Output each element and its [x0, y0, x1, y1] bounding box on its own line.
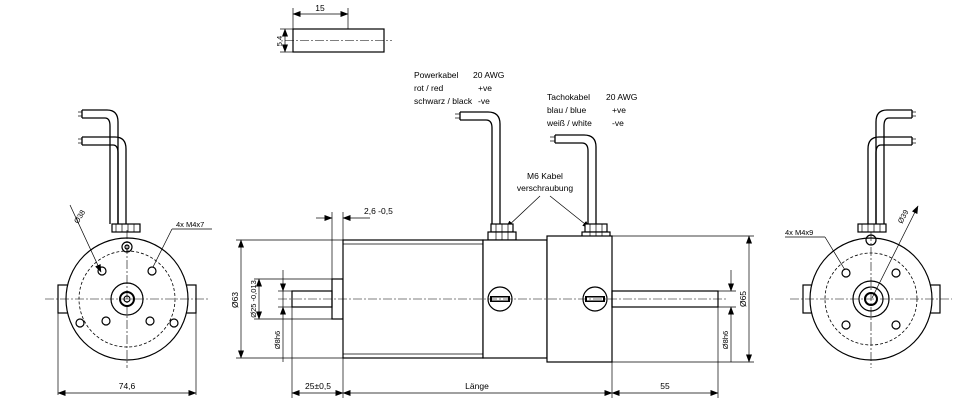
right-view-gland	[857, 223, 887, 233]
pin-detail: 15 5,4	[275, 3, 392, 53]
right-view-hole	[891, 320, 901, 330]
left-view-bolt-circle-leader	[69, 204, 102, 273]
gland-leader-right	[549, 195, 591, 229]
right-view-bolt-circle-leader	[871, 205, 919, 299]
right-view-threads-label: 4x M4x9	[785, 228, 813, 237]
left-view-gland	[111, 223, 141, 233]
right-view-cables	[867, 109, 916, 224]
pilot-dia-label: Ø25 -0,013	[249, 280, 258, 318]
power-gland	[487, 223, 517, 241]
left-view-hole	[101, 316, 111, 326]
left-end-view: Ø38 4x M4x7 74,6	[45, 109, 212, 396]
power-cable-title: Powerkabel	[414, 70, 459, 80]
power-cable-gauge: 20 AWG	[473, 70, 504, 80]
gland-label: M6 Kabel verschraubung	[505, 171, 591, 229]
gland-leader-left	[505, 195, 541, 229]
right-end-view: Ø39 4x M4x9	[785, 109, 952, 368]
right-view-hole	[841, 268, 851, 278]
power-cable-red-label: rot / red	[414, 83, 444, 93]
gland-label-line2: verschraubung	[517, 183, 574, 193]
tacho-cable-label: Tachokabel 20 AWG blau / blue +ve weiß /…	[546, 92, 637, 128]
tacho-cable-blue-polarity: +ve	[612, 105, 626, 115]
power-cable-black-polarity: -ve	[478, 96, 490, 106]
left-view-threads-label: 4x M4x7	[176, 220, 204, 229]
left-view-hole	[147, 266, 157, 276]
left-shaft-length-label: 25±0,5	[305, 381, 331, 391]
left-view-hole	[75, 318, 85, 328]
tacho-cable-white-label: weiß / white	[546, 118, 592, 128]
tacho-cable-blue-label: blau / blue	[547, 105, 586, 115]
tacho-cable-white-polarity: -ve	[612, 118, 624, 128]
pilot-depth-label: 2,6 -0,5	[364, 206, 393, 216]
pin-height-label: 5,4	[275, 36, 284, 46]
gland-label-line1: M6 Kabel	[527, 171, 563, 181]
tacho-cable-title: Tachokabel	[547, 92, 590, 102]
right-view-bolt-circle-label: Ø39	[896, 208, 911, 225]
body-dia-label: Ø63	[230, 292, 240, 308]
left-view-width-label: 74,6	[119, 381, 136, 391]
left-view-cables	[78, 109, 127, 224]
power-cable-red-polarity: +ve	[478, 83, 492, 93]
tacho-cable-gauge: 20 AWG	[606, 92, 637, 102]
right-view-hole	[891, 268, 901, 278]
left-view-bolt-circle-label: Ø38	[72, 208, 87, 225]
power-cable	[455, 111, 501, 224]
side-view: 2,6 -0,5 Ø63 Ø25 -0,013 Ø8h6 25±0,5 Läng…	[230, 111, 754, 398]
pin-length-label: 15	[315, 3, 325, 13]
right-view-hole	[841, 320, 851, 330]
left-view-hole	[145, 316, 155, 326]
right-shaft-dia-label: Ø8h6	[721, 331, 730, 349]
right-shaft-length-label: 55	[660, 381, 670, 391]
left-view-hole	[169, 318, 179, 328]
power-cable-label: Powerkabel 20 AWG rot / red +ve schwarz …	[414, 70, 504, 106]
right-body-dia-label: Ø65	[738, 291, 748, 307]
tacho-cable	[550, 134, 597, 224]
left-shaft-dia-label: Ø8h6	[273, 331, 282, 349]
power-cable-black-label: schwarz / black	[414, 96, 473, 106]
length-label: Länge	[465, 381, 489, 391]
